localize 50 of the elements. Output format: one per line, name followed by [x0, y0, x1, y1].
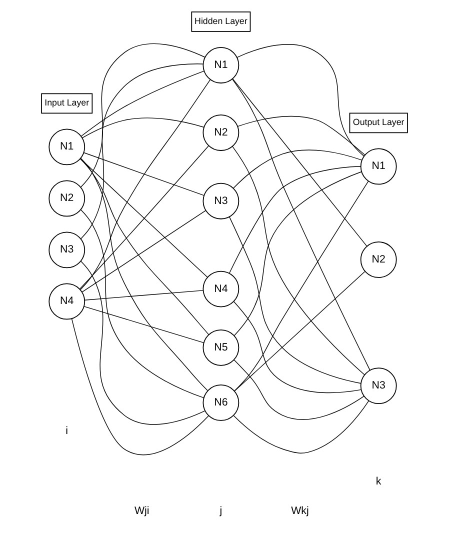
- label: k: [376, 476, 382, 488]
- node-circle: N2: [48, 180, 86, 217]
- connector: [232, 78, 368, 246]
- node-circle: N2: [202, 114, 240, 151]
- connector: [83, 152, 204, 196]
- node-box: Output Layer: [349, 112, 408, 134]
- connector: [84, 306, 204, 344]
- connector: [79, 146, 209, 290]
- connector: [84, 290, 204, 300]
- connector: [80, 260, 206, 425]
- connector: [234, 301, 362, 394]
- connector: [80, 70, 204, 137]
- connector: [229, 216, 362, 384]
- connector: [234, 360, 364, 420]
- label: i: [66, 424, 68, 437]
- node-circle: N3: [202, 182, 240, 220]
- connector: [82, 118, 204, 138]
- connector: [233, 400, 370, 454]
- connector: [238, 116, 366, 156]
- connector: [82, 210, 206, 292]
- node-circle: N1: [202, 47, 240, 84]
- connector: [80, 158, 210, 335]
- node-circle: N2: [360, 242, 397, 278]
- label: Wji: [134, 504, 150, 517]
- connector: [229, 166, 361, 274]
- connector: [232, 146, 365, 376]
- node-circle: N3: [48, 232, 86, 268]
- connector: [80, 79, 211, 290]
- connector: [80, 43, 206, 188]
- node-circle: N4: [202, 270, 240, 308]
- label: Wkj: [291, 504, 309, 517]
- node-box: Hidden Layer: [191, 12, 251, 32]
- connector: [234, 271, 366, 392]
- connector: [80, 158, 208, 391]
- node-circle: N3: [360, 368, 397, 404]
- connector: [232, 78, 370, 371]
- connector: [232, 150, 362, 189]
- connector: [234, 171, 362, 336]
- connector: [80, 64, 204, 240]
- node-box: Input Layer: [41, 93, 93, 114]
- node-circle: N1: [360, 148, 397, 185]
- connector: [236, 44, 364, 156]
- node-circle: N5: [202, 329, 240, 366]
- label: j: [220, 504, 222, 517]
- node-circle: N1: [48, 128, 86, 166]
- connector: [234, 180, 369, 392]
- node-circle: N6: [202, 384, 240, 421]
- connector: [80, 209, 204, 398]
- node-circle: N4: [48, 283, 86, 320]
- connector: [71, 318, 209, 456]
